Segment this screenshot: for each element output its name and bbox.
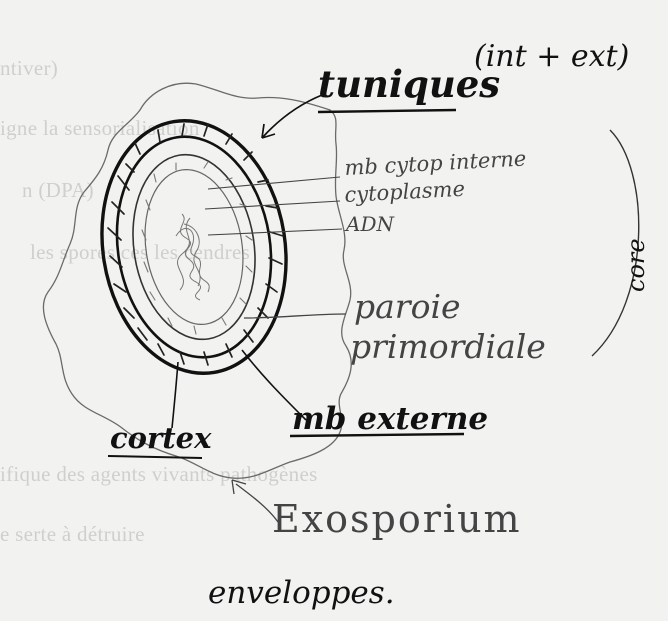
label-adn: ADN — [346, 214, 394, 234]
cortex-leader — [172, 362, 178, 428]
cortex-underline — [108, 456, 202, 458]
label-tuniques: tuniques — [318, 66, 500, 103]
dna-scribble — [176, 214, 209, 300]
cortex-hatching — [108, 124, 283, 365]
cortex-inner-outline — [102, 125, 287, 368]
tuniques-underline — [318, 110, 456, 112]
label-core: core — [624, 238, 648, 292]
label-mb-externe: mb externe — [292, 404, 488, 435]
label-cortex: cortex — [110, 424, 211, 453]
label-paroi-primordiale-1: paroie — [354, 290, 461, 323]
label-exosporium: Exosporium — [272, 500, 522, 538]
label-enveloppes: enveloppes. — [208, 578, 395, 609]
tuniques-arrow — [262, 95, 322, 138]
label-paroi-primordiale-2: primordiale — [350, 330, 546, 363]
label-tuniques-note: (int + ext) — [474, 42, 629, 72]
